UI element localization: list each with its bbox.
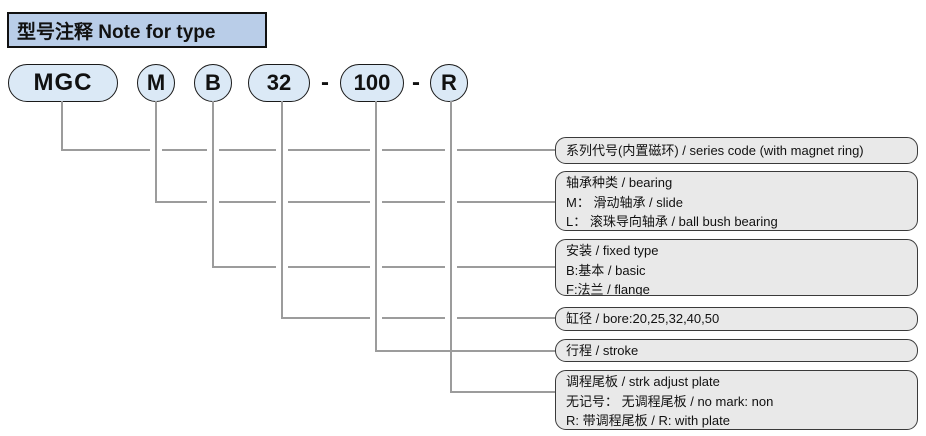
- note-text: 系列代号(内置磁环) / series code (with magnet ri…: [566, 142, 864, 158]
- note-text: F:法兰 / flange: [566, 282, 650, 296]
- code-separator-dash: -: [412, 69, 420, 96]
- note-text: 安装 / fixed type: [566, 243, 659, 258]
- note-box-bearing: 轴承种类 / bearing M： 滑动轴承 / slide L： 滚珠导向轴承…: [555, 171, 918, 231]
- connector-stroke: [375, 101, 556, 352]
- page-title: 型号注释 Note for type: [7, 12, 267, 48]
- connector-fixed-type: [212, 101, 556, 268]
- note-text: 调程尾板 / strk adjust plate: [566, 374, 720, 389]
- code-bubble-fixed-type: B: [194, 64, 232, 102]
- note-box-bore: 缸径 / bore:20,25,32,40,50: [555, 307, 918, 331]
- code-bubble-bearing: M: [137, 64, 175, 102]
- connector-series: [61, 101, 556, 151]
- note-text: 行程 / stroke: [566, 342, 639, 358]
- note-box-adjust-plate: 调程尾板 / strk adjust plate 无记号： 无调程尾板 / no…: [555, 370, 918, 430]
- note-box-fixed-type: 安装 / fixed type B:基本 / basic F:法兰 / flan…: [555, 239, 918, 296]
- note-text: M： 滑动轴承 / slide: [566, 194, 684, 210]
- note-box-stroke: 行程 / stroke: [555, 339, 918, 362]
- code-bubble-stroke: 100: [340, 64, 404, 102]
- connector-bore: [281, 101, 556, 319]
- note-text: 无记号： 无调程尾板 / no mark: non: [566, 393, 774, 409]
- note-box-series-code: 系列代号(内置磁环) / series code (with magnet ri…: [555, 137, 918, 164]
- code-bubble-series: MGC: [8, 64, 118, 102]
- note-text: 缸径 / bore:20,25,32,40,50: [566, 311, 720, 327]
- note-text: 轴承种类 / bearing: [566, 175, 673, 190]
- connector-bearing: [155, 101, 556, 203]
- note-text: B:基本 / basic: [566, 262, 646, 278]
- code-bubble-adjust-plate: R: [430, 64, 468, 102]
- connector-adjust-plate: [450, 101, 556, 393]
- note-text: R: 带调程尾板 / R: with plate: [566, 413, 730, 428]
- note-text: L： 滚珠导向轴承 / ball bush bearing: [566, 214, 778, 229]
- code-separator-dash: -: [321, 69, 329, 96]
- code-bubble-bore: 32: [248, 64, 310, 102]
